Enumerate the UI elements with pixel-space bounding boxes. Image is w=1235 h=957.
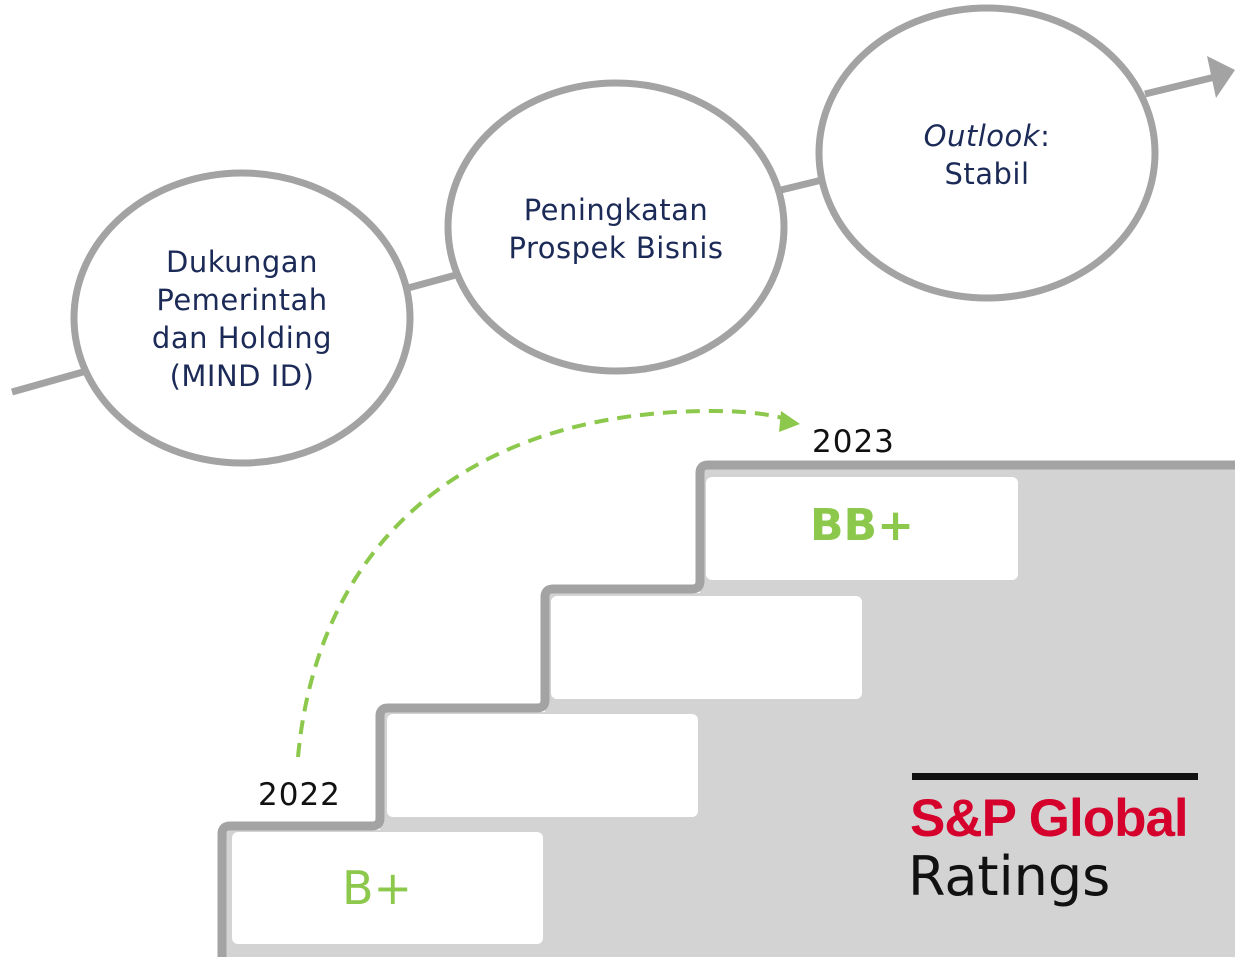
rating-end: BB+ — [810, 500, 914, 551]
bubble-3-line-1: Outlook: — [847, 117, 1127, 155]
bubble-circle-2 — [444, 79, 788, 375]
outlook-colon: : — [1040, 119, 1051, 153]
bubble-label-2: Peningkatan Prospek Bisnis — [466, 191, 766, 267]
step-block-2 — [387, 714, 698, 817]
bubble-1-line-3: dan Holding — [151, 321, 333, 355]
agency-logo-sub: Ratings — [908, 845, 1111, 908]
bubble-1-line-4: (MIND ID) — [169, 359, 315, 393]
bubble-circle-1 — [70, 169, 414, 467]
year-end: 2023 — [812, 424, 895, 460]
bubble-2-line-2: Prospek Bisnis — [508, 231, 724, 265]
bubble-1-line-1: Dukungan — [166, 245, 318, 279]
step-block-4 — [706, 477, 1018, 580]
progress-arrow-head-icon — [779, 411, 800, 432]
step-block-3 — [551, 596, 862, 699]
bubble-2-line-1: Peningkatan — [523, 193, 709, 227]
outlook-value: Stabil — [944, 157, 1030, 191]
rating-start: B+ — [341, 861, 413, 915]
bubble-label-1: Dukungan Pemerintah dan Holding (MIND ID… — [102, 243, 382, 395]
outlook-label: Outlook — [923, 119, 1041, 153]
bubble-circle-3 — [815, 4, 1159, 302]
bubble-1-line-2: Pemerintah — [156, 283, 328, 317]
logo-rule — [912, 773, 1198, 780]
arrow-head-icon — [1207, 56, 1235, 98]
agency-logo-name: S&P Global — [910, 789, 1189, 848]
timeline-arrow — [11, 73, 1216, 396]
bubble-label-3: Outlook: Stabil — [847, 117, 1127, 193]
staircase-outline — [217, 460, 1235, 957]
year-start: 2022 — [258, 777, 341, 813]
step-block-1 — [232, 832, 543, 944]
